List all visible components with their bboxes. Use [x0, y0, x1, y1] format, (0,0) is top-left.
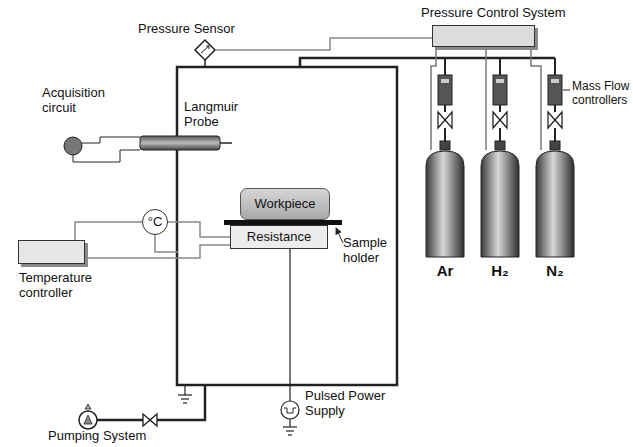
gas-pipe — [554, 105, 556, 112]
power-wire — [289, 249, 290, 401]
gas-pipe — [499, 128, 501, 141]
gas-pipe — [444, 58, 446, 75]
cylinder-neck — [550, 141, 560, 150]
mass-flow-controller — [496, 79, 504, 83]
part-label: Sample holder — [343, 236, 393, 266]
vacuum-chamber — [177, 67, 397, 385]
signal-wire — [168, 222, 230, 237]
control-line — [431, 47, 436, 150]
cylinder-neck — [440, 141, 450, 150]
leader-arrow — [336, 228, 343, 243]
cylinder-body — [480, 150, 520, 258]
workpiece-block: Workpiece — [240, 188, 330, 220]
control-line — [485, 47, 487, 150]
ground-symbol — [181, 398, 189, 399]
acquisition-wire — [73, 137, 140, 162]
part-label: Langmuir Probe — [184, 100, 246, 130]
thermocouple-wire — [155, 235, 178, 252]
signal-wire — [75, 222, 142, 240]
probe-tip — [220, 142, 232, 144]
gas-pipe — [554, 58, 556, 75]
ground-symbol — [288, 434, 292, 435]
gas-pipe — [499, 105, 501, 112]
langmuir-probe — [140, 136, 220, 150]
node-text: Pressure Control System — [421, 6, 566, 21]
sensor-wire — [215, 38, 432, 50]
gas-pipe — [300, 58, 555, 67]
gas-pipe — [554, 128, 556, 141]
mass-flow-controller — [441, 79, 449, 83]
gas-cylinder: H₂ — [480, 150, 520, 258]
ground-symbol — [178, 394, 192, 395]
part-label: Pressure Sensor — [138, 22, 268, 37]
pressure-sensor — [195, 40, 215, 67]
mass-flow-controllers — [438, 58, 562, 150]
cylinder-body — [536, 151, 574, 257]
part-label: Acquisition circuit — [42, 86, 127, 116]
vacuum-pump — [79, 404, 97, 429]
ground-symbol — [286, 430, 294, 431]
heater-wire — [85, 245, 230, 258]
ground-symbol — [184, 385, 185, 395]
mass-flow-controller — [438, 75, 452, 105]
vacuum-pump — [85, 404, 91, 409]
part-label: Pumping System — [48, 429, 178, 444]
thermocouple-gauge: °C — [142, 209, 168, 235]
part-label: Mass Flow controllers — [572, 80, 630, 108]
gas-pipe — [444, 105, 446, 112]
node-text: °C — [148, 215, 163, 230]
cylinder-body — [481, 151, 519, 257]
gas-name: N₂ — [535, 262, 575, 279]
gas-pipe — [499, 58, 501, 75]
part-label: Pulsed Power Supply — [305, 389, 390, 419]
pressure-sensor — [195, 40, 215, 60]
pump-pipe — [97, 385, 205, 420]
cylinder-neck — [495, 141, 505, 150]
cylinder-body — [426, 151, 464, 257]
ground-symbol — [283, 426, 297, 427]
gas-pipe — [444, 128, 446, 141]
mass-flow-controller — [493, 75, 507, 105]
vacuum-pump — [79, 411, 97, 429]
node-text: Temperature controller — [19, 271, 114, 301]
heater-resistance: Resistance — [230, 225, 328, 249]
gas-cylinder: N₂ — [535, 150, 575, 258]
gas-name: H₂ — [480, 262, 520, 279]
ground-symbol — [289, 419, 290, 427]
mass-flow-controller — [548, 75, 562, 105]
gas-valve — [438, 112, 452, 128]
acquisition-meter — [64, 137, 82, 155]
gas-valve — [548, 112, 562, 128]
ground-symbol — [283, 419, 297, 435]
pulsed-power-supply — [284, 408, 296, 413]
cylinder-body — [425, 150, 465, 258]
pump-valve — [143, 414, 157, 426]
cylinder-body — [535, 150, 575, 258]
leader-line — [563, 90, 570, 91]
mass-flow-controller — [551, 79, 559, 83]
control-unit: Pressure Control System — [432, 25, 535, 47]
ground-symbol — [183, 402, 187, 403]
node-text: Workpiece — [254, 197, 315, 212]
pressure-sensor — [201, 46, 209, 53]
gas-valve — [493, 112, 507, 128]
pressure-sensor — [204, 60, 206, 67]
ground-symbol — [178, 385, 192, 403]
node-text: Resistance — [247, 230, 311, 245]
control-line — [531, 47, 541, 150]
controller-box: Temperature controller — [18, 240, 85, 264]
gas-cylinder: Ar — [425, 150, 465, 258]
pulsed-power-supply — [281, 401, 299, 419]
vacuum-pump — [84, 415, 92, 424]
pulsed-power-supply — [281, 401, 299, 419]
gas-name: Ar — [425, 262, 465, 279]
